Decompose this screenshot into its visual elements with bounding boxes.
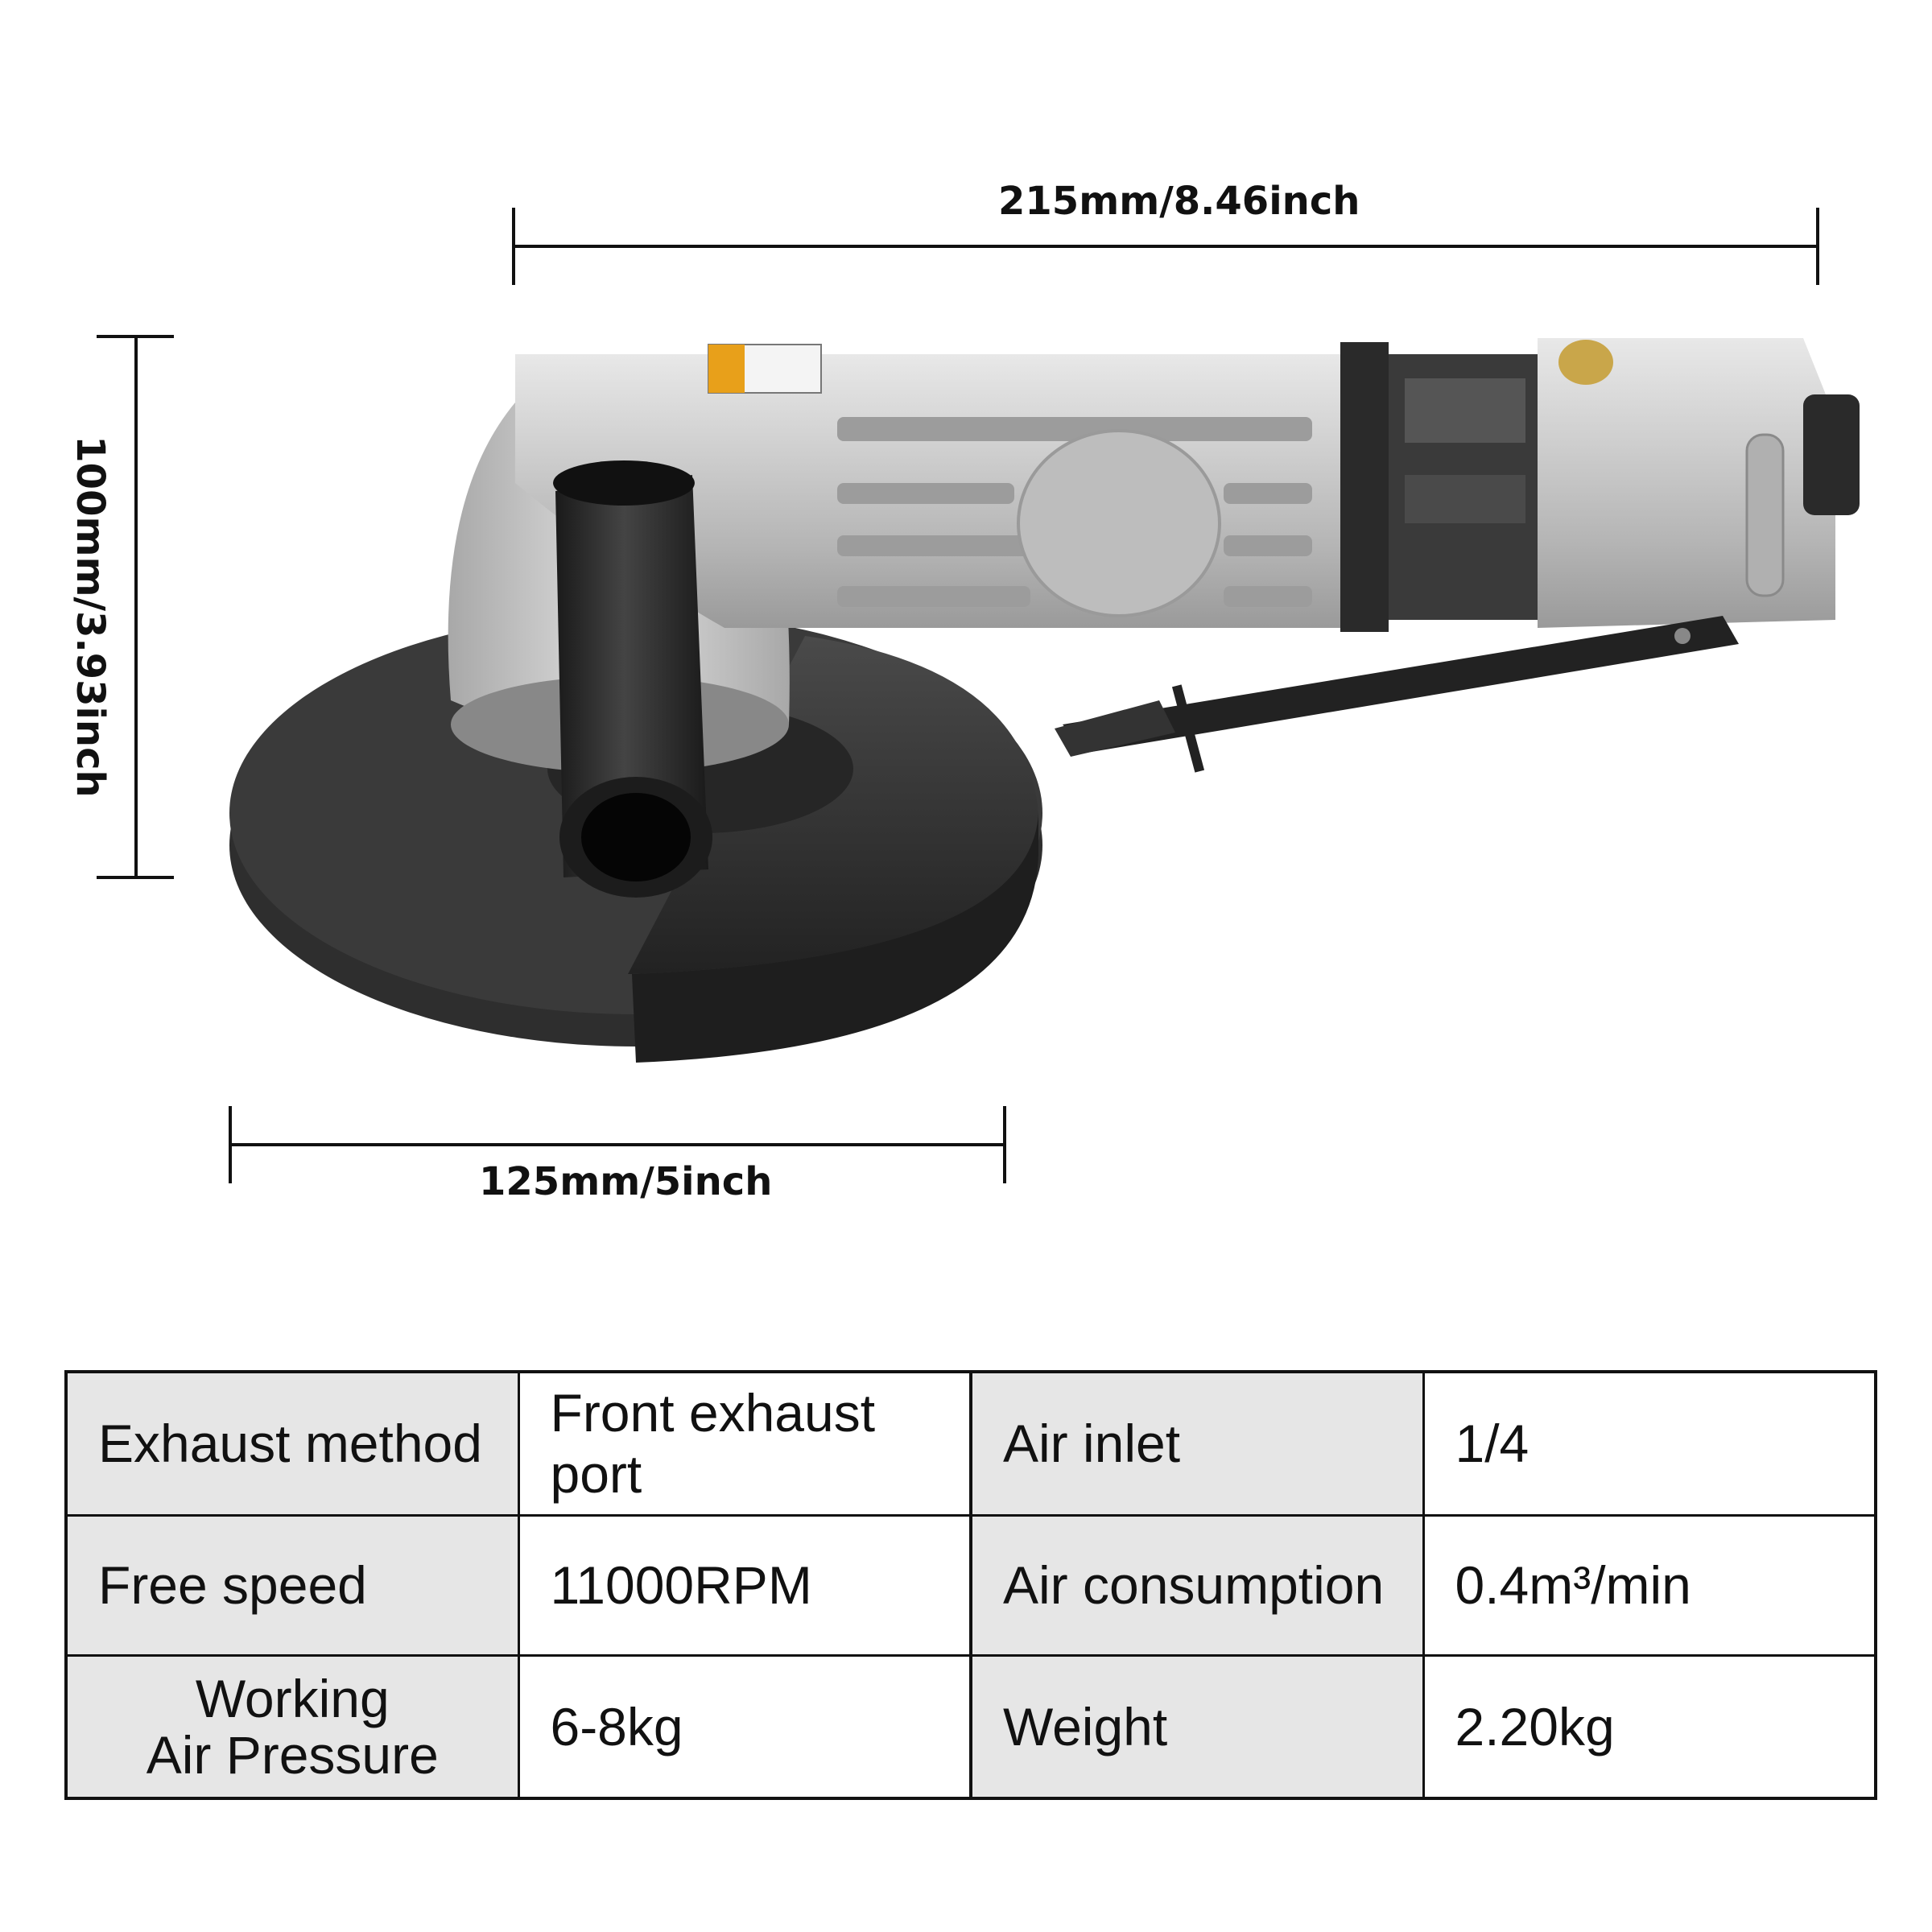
height-dimension-tick-bottom xyxy=(97,876,174,879)
length-dimension-line xyxy=(514,245,1818,248)
disc-guard xyxy=(628,636,1038,974)
throttle-lever xyxy=(1063,616,1739,753)
spec-label: Air consumption xyxy=(969,1513,1425,1657)
height-dimension-line xyxy=(134,336,138,877)
disc-dimension-tick-right xyxy=(1003,1106,1006,1183)
spec-value: Front exhaust port xyxy=(517,1370,972,1517)
spec-label: Free speed xyxy=(64,1513,520,1657)
spec-value: 1/4 xyxy=(1422,1370,1877,1517)
spec-label: Working Air Pressure xyxy=(64,1653,520,1800)
length-dimension-tick-left xyxy=(512,208,515,285)
height-dimension-tick-top xyxy=(97,335,174,338)
length-dimension-label: 215mm/8.46inch xyxy=(998,179,1360,224)
table-row: Working Air Pressure 6-8kg Weight 2.20kg xyxy=(64,1653,1877,1800)
spec-value: 2.20kg xyxy=(1422,1653,1877,1800)
disc-dimension-tick-left xyxy=(229,1106,232,1183)
spec-label: Air inlet xyxy=(969,1370,1425,1517)
angle-grinder-image xyxy=(229,338,1860,1063)
spec-value: 11000RPM xyxy=(517,1513,972,1657)
disc-dimension-label: 125mm/5inch xyxy=(479,1159,773,1204)
table-row: Free speed 11000RPM Air consumption 0.4m… xyxy=(64,1513,1877,1657)
table-row: Exhaust method Front exhaust port Air in… xyxy=(64,1370,1877,1517)
specs-table: Exhaust method Front exhaust port Air in… xyxy=(64,1370,1877,1800)
disc-dimension-line xyxy=(230,1143,1005,1146)
length-dimension-tick-right xyxy=(1816,208,1819,285)
spec-value: 6-8kg xyxy=(517,1653,972,1800)
spec-label: Weight xyxy=(969,1653,1425,1800)
side-handle xyxy=(555,475,708,877)
collar-nut xyxy=(1340,342,1389,632)
spec-label: Exhaust method xyxy=(64,1370,520,1517)
spec-value: 0.4m³/min xyxy=(1422,1513,1877,1657)
